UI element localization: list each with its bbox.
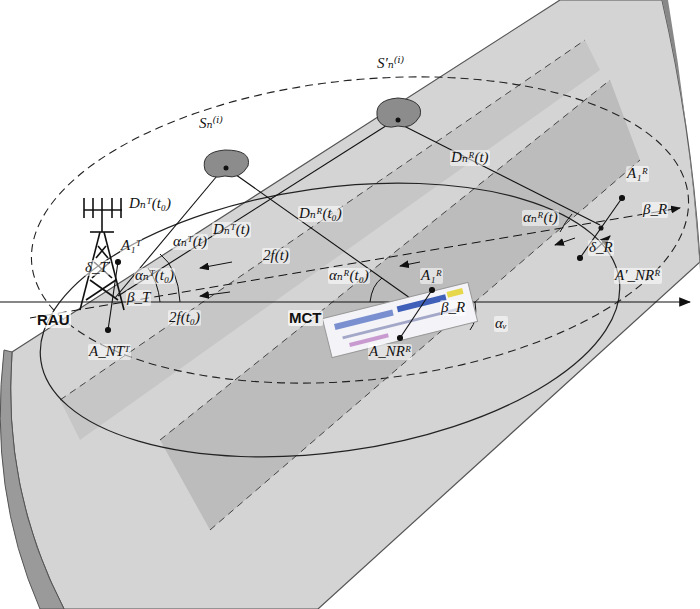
symbol-label: A₁ᴿ bbox=[420, 268, 443, 284]
symbol-label: A_NRᴿ bbox=[368, 344, 412, 360]
symbol-label: 2f(t) bbox=[262, 248, 290, 264]
symbol-label: δ_T bbox=[84, 260, 109, 276]
symbol-label: A_NTᵀ bbox=[88, 344, 131, 360]
symbol-label: A′_NRᴿ bbox=[614, 268, 662, 284]
symbol-label: αₙᴿ(t₀) bbox=[328, 268, 370, 284]
symbol-label: β_R bbox=[440, 300, 466, 316]
symbol-label: Dₙᵀ(t₀) bbox=[128, 196, 172, 212]
symbol-label: Dₙᴿ(t) bbox=[450, 150, 490, 166]
symbol-label: A₁ᴿ bbox=[626, 166, 649, 182]
symbol-label: αₙᴿ(t) bbox=[522, 210, 559, 226]
symbol-label: S′ₙ⁽ⁱ⁾ bbox=[376, 56, 405, 72]
symbol-label: αᵥ bbox=[494, 316, 508, 332]
symbol-label: Sₙ⁽ⁱ⁾ bbox=[198, 116, 224, 132]
symbol-label: Dₙᴿ(t₀) bbox=[298, 206, 343, 222]
symbol-label: αₙᵀ(t) bbox=[172, 234, 208, 250]
symbol-label: 2f(t₀) bbox=[168, 310, 201, 326]
symbol-label: β_R bbox=[642, 202, 668, 218]
symbol-label: Dₙᵀ(t) bbox=[212, 222, 251, 238]
station-label: RAU bbox=[36, 312, 71, 328]
symbol-label: αₙᵀ(t₀) bbox=[134, 268, 175, 284]
station-label: MCT bbox=[288, 310, 323, 326]
symbol-label: δ_R bbox=[588, 240, 614, 256]
symbol-label: β_T bbox=[126, 290, 151, 306]
symbol-label: A₁ᵀ bbox=[120, 238, 142, 254]
